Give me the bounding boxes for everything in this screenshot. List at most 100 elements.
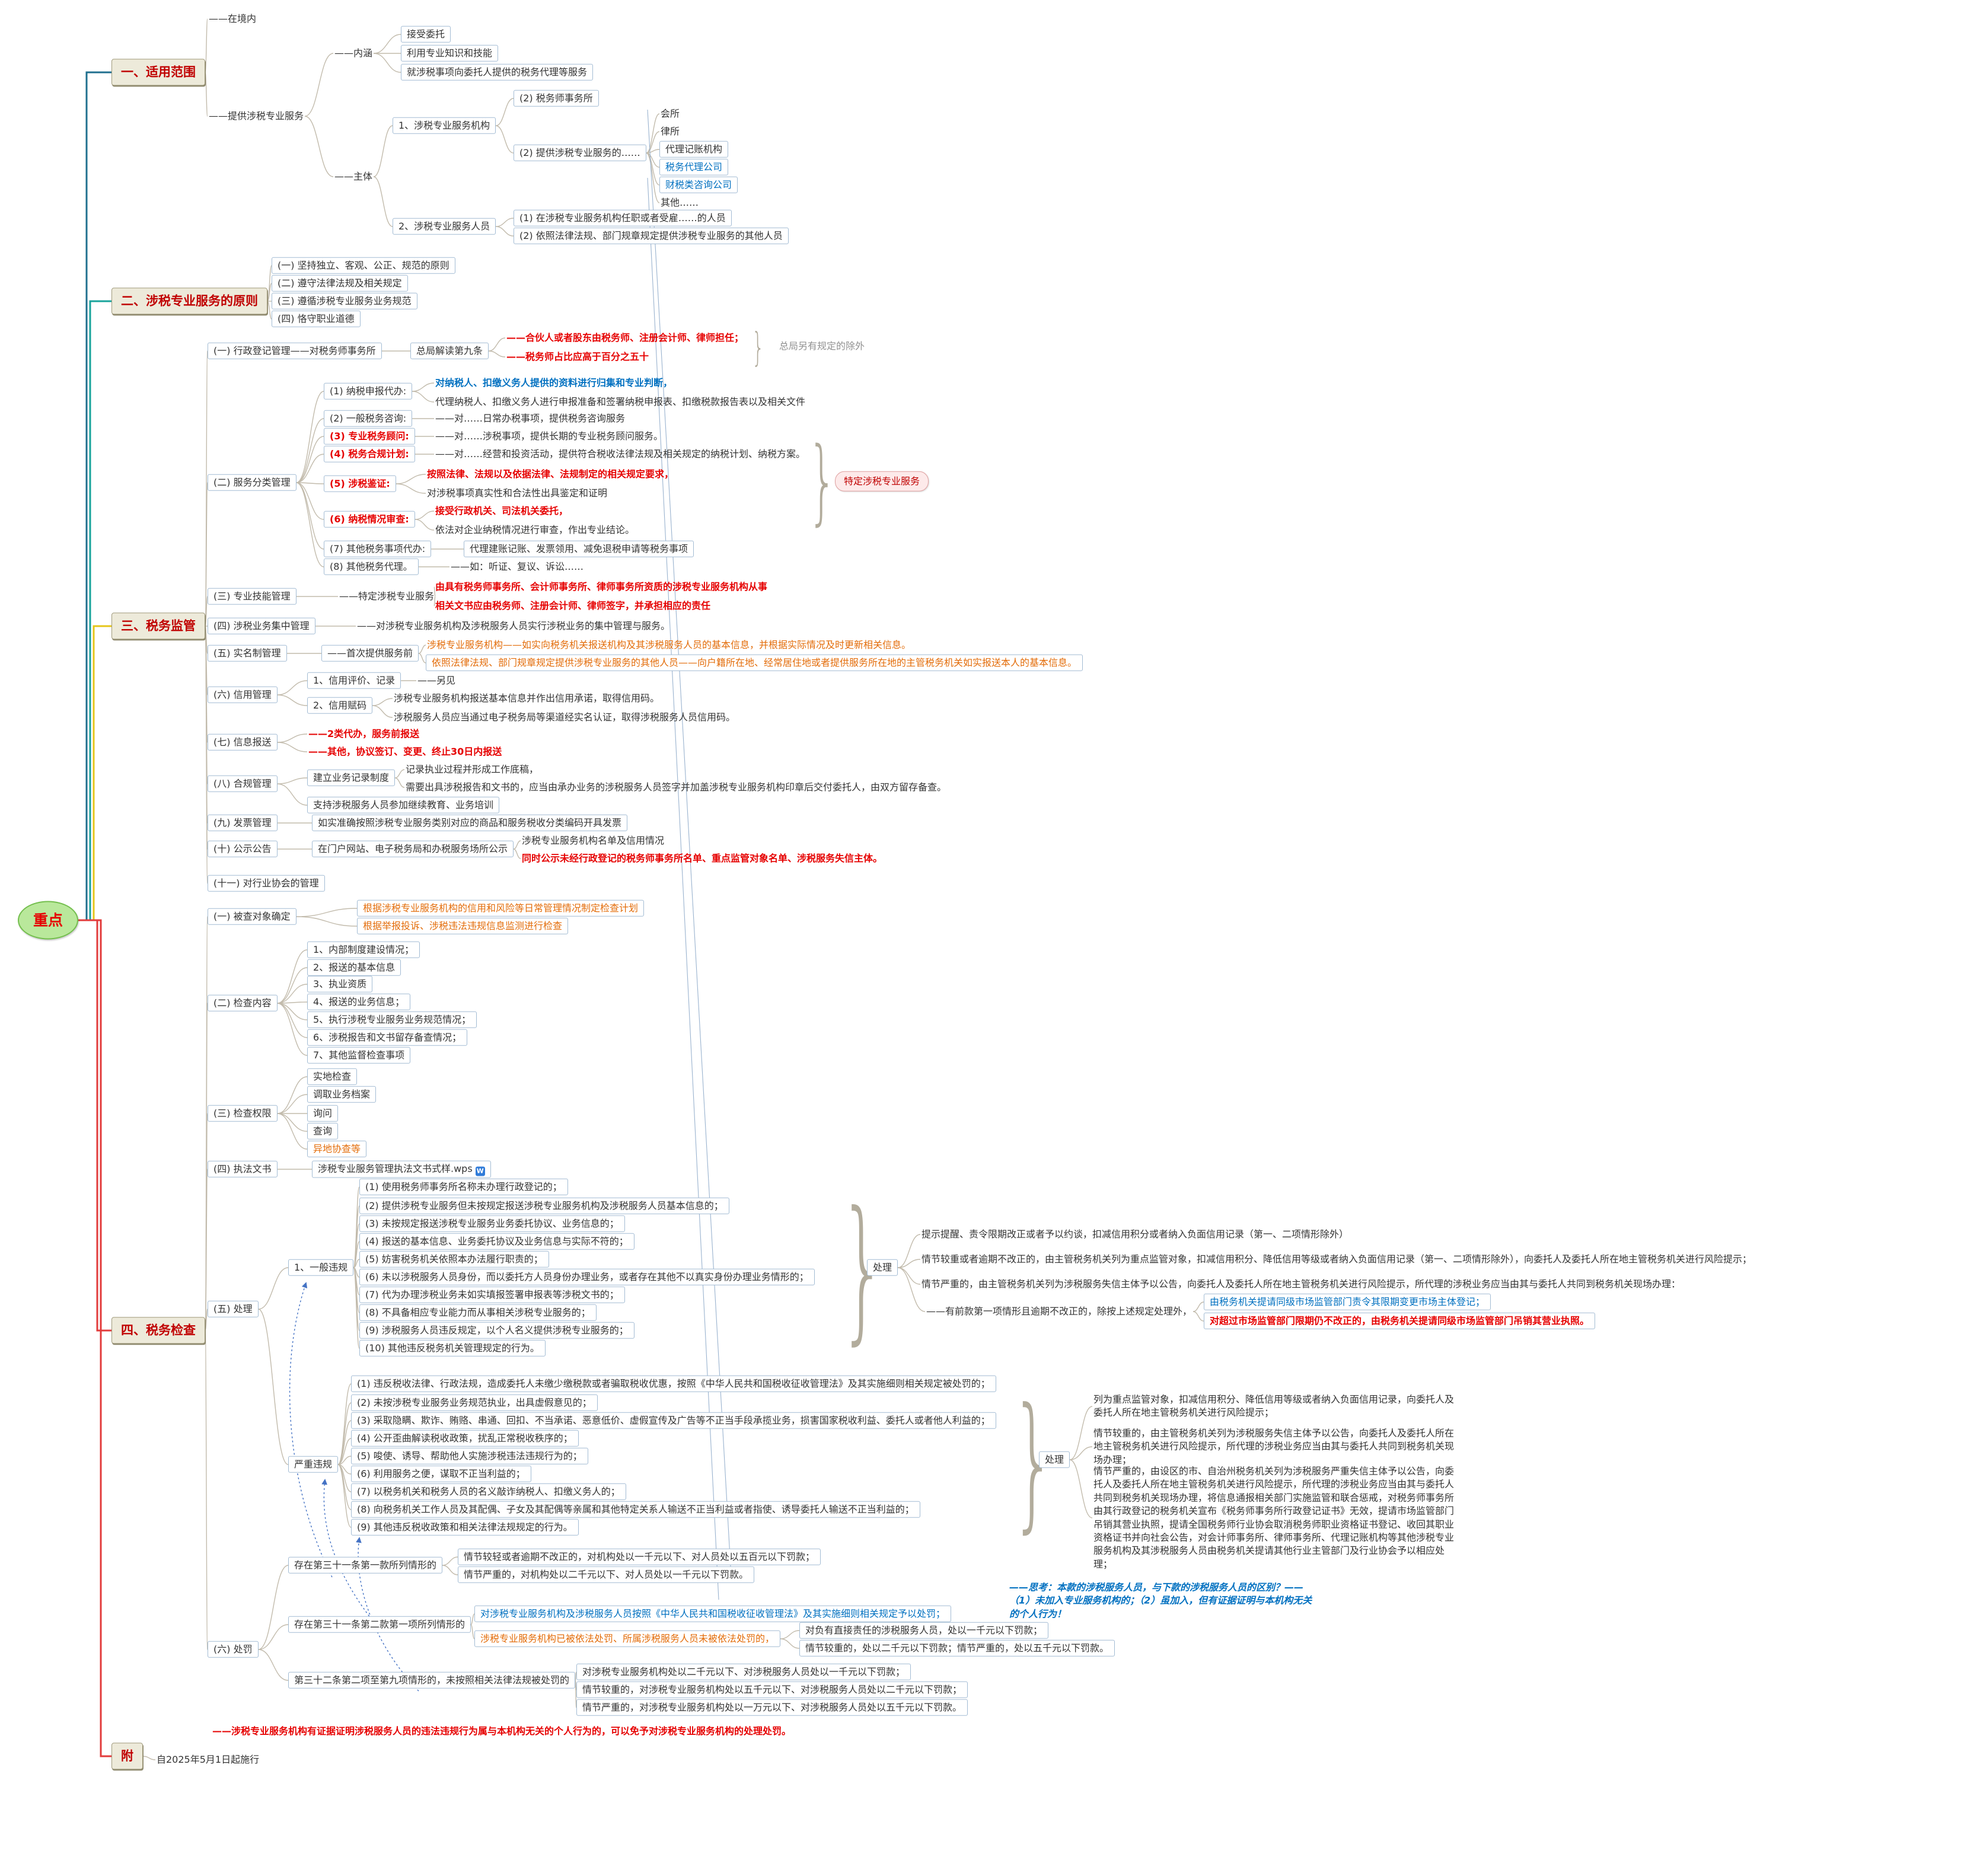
mindmap-node-n4-5a-6[interactable]: (6) 未以涉税服务人员身份，而以委托方人员身份办理业务，或者存在其他不以真实身… <box>359 1268 815 1286</box>
mindmap-node-n4-5b-p[interactable]: 处理 <box>1039 1451 1070 1469</box>
mindmap-node-n4-6[interactable]: (六) 处罚 <box>208 1641 259 1658</box>
mindmap-node-n1-18[interactable]: (1) 在涉税专业服务机构任职或者受雇……的人员 <box>514 209 732 227</box>
mindmap-node-n4-3[interactable]: (三) 检查权限 <box>208 1105 278 1122</box>
mindmap-node-n3-10c[interactable]: 同时公示未经行政登记的税务师事务所名单、重点监管对象名单、涉税服务失信主体。 <box>521 851 884 866</box>
mindmap-node-n1-10[interactable]: (2) 提供涉税专业服务的…… <box>514 144 646 162</box>
mindmap-node-n3-2-3a[interactable]: ——对……涉税事项，提供长期的专业税务顾问服务。 <box>434 429 664 444</box>
mindmap-node-n4-5a-q1[interactable]: 由税务机关提请同级市场监管部门责令其限期变更市场主体登记； <box>1204 1293 1491 1311</box>
mindmap-node-n4-5a-5[interactable]: (5) 妨害税务机关依照本办法履行职责的； <box>359 1250 549 1268</box>
mindmap-node-n3-7b[interactable]: ——其他，协议签订、变更、终止30日内报送 <box>307 745 503 759</box>
mindmap-node-n4-5a-p1[interactable]: 提示提醒、责令限期改正或者予以约谈，扣减信用积分或者纳入负面信用记录（第一、二项… <box>920 1227 1350 1242</box>
mindmap-node-n4-6b1[interactable]: 对涉税专业服务机构及涉税服务人员按照《中华人民共和国税收征收管理法》及其实施细则… <box>474 1605 952 1623</box>
mindmap-node-n4-5a[interactable]: 1、一般违规 <box>288 1259 354 1277</box>
mindmap-node-n4-5b-p2[interactable]: 情节较重的，由主管税务机关列为涉税服务失信主体予以公告，向委托人及委托人所在地主… <box>1092 1426 1462 1467</box>
mindmap-node-n4-5a-2[interactable]: (2) 提供涉税专业服务但未按规定报送涉税专业服务机构及涉税服务人员基本信息的； <box>359 1197 729 1215</box>
mindmap-node-n1-13[interactable]: 代理记账机构 <box>659 141 729 158</box>
mindmap-node-n3-1[interactable]: (一) 行政登记管理——对税务师事务所 <box>208 342 382 360</box>
mindmap-node-n4-6c[interactable]: 第三十二条第二项至第九项情形的，未按照相关法律法规被处罚的 <box>288 1671 576 1689</box>
mindmap-node-n3-2-6a[interactable]: 接受行政机关、司法机关委托， <box>434 504 569 518</box>
mindmap-node-n3-6a1[interactable]: ——另见 <box>416 674 457 688</box>
mindmap-node-root[interactable]: 重点 <box>18 901 79 940</box>
mindmap-node-n4-2-5[interactable]: 5、执行涉税专业服务业务规范情况； <box>307 1011 477 1029</box>
mindmap-node-n3-2[interactable]: (二) 服务分类管理 <box>208 474 296 492</box>
mindmap-node-n4-5a-8[interactable]: (8) 不具备相应专业能力而从事相关涉税专业服务的； <box>359 1304 597 1322</box>
mindmap-node-n4-5b-1[interactable]: (1) 违反税收法律、行政法规，造成委托人未缴少缴税款或者骗取税收优惠，按照《中… <box>351 1375 996 1393</box>
mindmap-node-n3-2-3[interactable]: (3) 专业税务顾问: <box>324 427 415 445</box>
mindmap-node-n5-1[interactable]: 自2025年5月1日起施行 <box>155 1753 260 1767</box>
mindmap-node-n3-1d[interactable]: 总局另有规定的除外 <box>778 339 866 353</box>
mindmap-node-n3-9[interactable]: (九) 发票管理 <box>208 814 278 832</box>
mindmap-node-n4-6c3[interactable]: 情节严重的，对涉税专业服务机构处以一万元以下、对涉税服务人员处以五千元以下罚款。 <box>576 1699 968 1717</box>
mindmap-node-n1-15[interactable]: 财税类咨询公司 <box>659 176 738 194</box>
mindmap-node-n3-8a1[interactable]: 记录执业过程并形成工作底稿， <box>404 762 540 777</box>
mindmap-node-n3-2-4[interactable]: (4) 税务合规计划: <box>324 445 415 463</box>
mindmap-node-n1-1[interactable]: ——在境内 <box>208 12 257 26</box>
mindmap-node-n3-10a[interactable]: 在门户网站、电子税务局和办税服务场所公示 <box>312 840 514 858</box>
mindmap-node-n4-5a-p[interactable]: 处理 <box>867 1259 898 1277</box>
mindmap-node-n1-19[interactable]: (2) 依照法律法规、部门规章规定提供涉税专业服务的其他人员 <box>514 227 789 245</box>
mindmap-node-n4-2-3[interactable]: 3、执业资质 <box>307 975 373 993</box>
mindmap-node-n3-2-6[interactable]: (6) 纳税情况审查: <box>324 511 415 528</box>
mindmap-node-n3-5b[interactable]: 涉税专业服务机构——如实向税务机关报送机构及其涉税服务人员的基本信息，并根据实际… <box>426 638 912 652</box>
mindmap-node-n3-5a[interactable]: ——首次提供服务前 <box>321 645 419 662</box>
mindmap-node-n4-2-4[interactable]: 4、报送的业务信息； <box>307 993 411 1011</box>
mindmap-node-n4-2[interactable]: (二) 检查内容 <box>208 994 278 1012</box>
mindmap-node-n3-3c[interactable]: 相关文书应由税务师、注册会计师、律师签字，并承担相应的责任 <box>434 599 712 613</box>
mindmap-node-n1-2[interactable]: ——提供涉税专业服务 <box>208 109 305 123</box>
mindmap-node-n3-8[interactable]: (八) 合规管理 <box>208 775 278 793</box>
mindmap-node-n4-3-1[interactable]: 实地检查 <box>307 1068 358 1086</box>
mindmap-node-n1-14[interactable]: 税务代理公司 <box>659 158 729 176</box>
mindmap-node-n4-3-2[interactable]: 调取业务档案 <box>307 1086 377 1103</box>
mindmap-node-n2-2[interactable]: (二) 遵守法律法规及相关规定 <box>272 275 408 292</box>
mindmap-node-n1-11[interactable]: 会所 <box>659 107 681 121</box>
mindmap-node-n3-10[interactable]: (十) 公示公告 <box>208 840 278 858</box>
mindmap-node-n3-1b[interactable]: ——合伙人或者股东由税务师、注册会计师、律师担任； <box>505 331 745 345</box>
mindmap-node-n3-2-8a[interactable]: ——如：听证、复议、诉讼…… <box>449 560 585 574</box>
mindmap-node-n4-5b[interactable]: 严重违规 <box>288 1456 339 1473</box>
mindmap-node-n3-11[interactable]: (十一) 对行业协会的管理 <box>208 875 325 892</box>
mindmap-node-n1-3[interactable]: ——内涵 <box>333 46 374 60</box>
mindmap-node-n3-3[interactable]: (三) 专业技能管理 <box>208 588 296 605</box>
mindmap-node-n3-2-1[interactable]: (1) 纳税申报代办: <box>324 382 413 400</box>
mindmap-node-n3-6b2[interactable]: 涉税服务人员应当通过电子税务局等渠道经实名认证，取得涉税服务人员信用码。 <box>393 710 736 725</box>
mindmap-node-n3-8a2[interactable]: 需要出具涉税报告和文书的，应当由承办业务的涉税服务人员签字并加盖涉税专业服务机构… <box>404 780 948 795</box>
mindmap-node-n4-5a-3[interactable]: (3) 未按规定报送涉税专业服务业务委托协议、业务信息的； <box>359 1215 625 1233</box>
mindmap-node-n4-5a-q[interactable]: ——有前款第一项情形且逾期不改正的，除按上述规定处理外， <box>925 1304 1193 1319</box>
mindmap-node-n4-5b-p1[interactable]: 列为重点监管对象，扣减信用积分、降低信用等级或者纳入负面信用记录，向委托人及委托… <box>1092 1393 1462 1421</box>
mindmap-node-n4-5b-6[interactable]: (6) 利用服务之便，谋取不正当利益的； <box>351 1465 531 1483</box>
mindmap-node-n2-1[interactable]: (一) 坚持独立、客观、公正、规范的原则 <box>272 257 455 275</box>
mindmap-node-n1-4[interactable]: 接受委托 <box>401 25 451 43</box>
mindmap-node-n4-6d[interactable]: ——思考：本款的涉税服务人员，与下款的涉税服务人员的区别？——（1）未加入专业服… <box>1008 1580 1319 1621</box>
mindmap-node-n4-5a-9[interactable]: (9) 涉税服务人员违反规定，以个人名义提供涉税专业服务的； <box>359 1322 634 1339</box>
mindmap-node-n2-4[interactable]: (四) 恪守职业道德 <box>272 310 361 328</box>
mindmap-node-n3-2-2[interactable]: (2) 一般税务咨询: <box>324 410 413 427</box>
mindmap-node-n3-10b[interactable]: 涉税专业服务机构名单及信用情况 <box>521 834 665 848</box>
mindmap-node-n4-5b-2[interactable]: (2) 未按涉税专业服务业务规范执业，出具虚假意见的； <box>351 1394 598 1412</box>
mindmap-node-n1-9[interactable]: (2) 税务师事务所 <box>514 90 599 107</box>
mindmap-node-n4-6b2b[interactable]: 情节较重的，处以二千元以下罚款；情节严重的，处以五千元以下罚款。 <box>799 1639 1115 1657</box>
mindmap-node-n3-2-8[interactable]: (8) 其他税务代理。 <box>324 558 419 576</box>
mindmap-node-n4-6b2a[interactable]: 对负有直接责任的涉税服务人员，处以一千元以下罚款； <box>799 1622 1049 1639</box>
mindmap-node-n3-4a[interactable]: ——对涉税专业服务机构及涉税服务人员实行涉税业务的集中管理与服务。 <box>356 619 671 633</box>
mindmap-node-n4-6a2[interactable]: 情节严重的，对机构处以二千元以下、对人员处以一千元以下罚款。 <box>458 1566 755 1584</box>
mindmap-node-n1-8[interactable]: 1、涉税专业服务机构 <box>393 117 496 135</box>
mindmap-node-n1-12[interactable]: 律所 <box>659 125 681 139</box>
mindmap-node-n3-9a[interactable]: 如实准确按照涉税专业服务类别对应的商品和服务税收分类编码开具发票 <box>312 814 628 832</box>
mindmap-node-n4-3-3[interactable]: 询问 <box>307 1105 339 1122</box>
mindmap-node-n3-2-5b[interactable]: 对涉税事项真实性和合法性出具鉴定和证明 <box>426 486 608 500</box>
mindmap-node-n3-2-2a[interactable]: ——对……日常办税事项，提供税务咨询服务 <box>434 411 626 426</box>
mindmap-node-n4-5a-q2[interactable]: 对超过市场监管部门限期仍不改正的，由税务机关提请同级市场监管部门吊销其营业执照。 <box>1204 1312 1596 1330</box>
mindmap-node-n4-5b-7[interactable]: (7) 以税务机关和税务人员的名义敲诈纳税人、扣缴义务人的； <box>351 1483 626 1501</box>
mindmap-node-n4-1[interactable]: (一) 被查对象确定 <box>208 908 296 926</box>
mindmap-node-n4-5b-p3[interactable]: 情节严重的，由设区的市、自治州税务机关列为涉税服务严重失信主体予以公告，向委托人… <box>1092 1464 1462 1571</box>
mindmap-node-n4-1a[interactable]: 根据涉税专业服务机构的信用和风险等日常管理情况制定检查计划 <box>357 899 645 917</box>
mindmap-node-n4-6c2[interactable]: 情节较重的，对涉税专业服务机构处以五千元以下、对涉税服务人员处以二千元以下罚款； <box>576 1681 968 1699</box>
mindmap-node-n3-2-9[interactable]: 特定涉税专业服务 <box>835 471 929 492</box>
mindmap-node-n4-5[interactable]: (五) 处理 <box>208 1300 259 1318</box>
mindmap-node-n4-5a-p3[interactable]: 情节严重的，由主管税务机关列为涉税服务失信主体予以公告，向委托人及委托人所在地主… <box>920 1277 1682 1291</box>
mindmap-node-n1-5[interactable]: 利用专业知识和技能 <box>401 44 499 62</box>
mindmap-node-n3-2-6b[interactable]: 依法对企业纳税情况进行审查，作出专业结论。 <box>434 523 636 537</box>
mindmap-node-b1[interactable]: 一、适用范围 <box>111 59 205 86</box>
mindmap-node-n4-6a1[interactable]: 情节较轻或者逾期不改正的，对机构处以一千元以下、对人员处以五百元以下罚款； <box>458 1548 821 1566</box>
mindmap-node-n4-5b-8[interactable]: (8) 向税务机关工作人员及其配偶、子女及其配偶等亲属和其他特定关系人输送不正当… <box>351 1501 920 1518</box>
